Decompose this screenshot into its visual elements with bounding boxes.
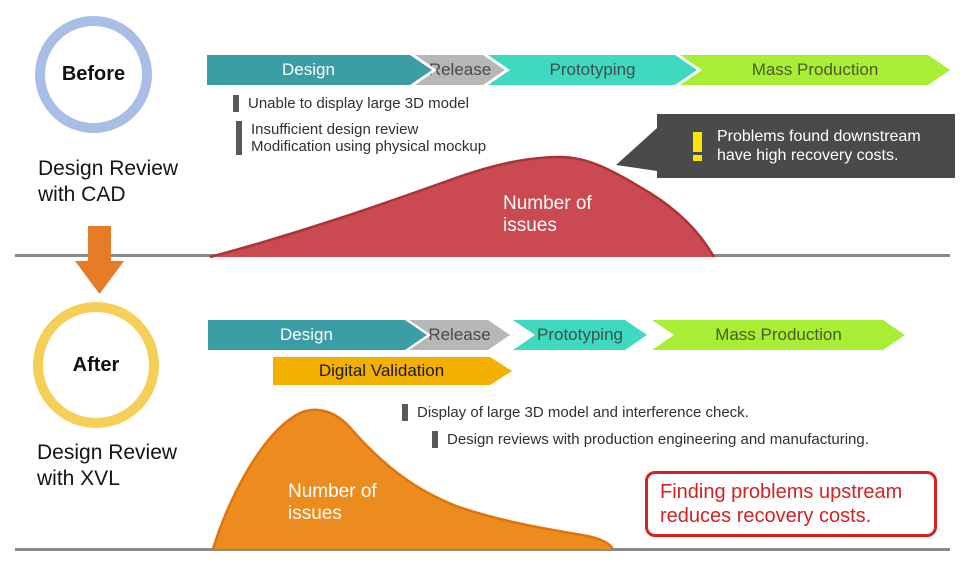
note-bullet-bar	[236, 121, 242, 155]
before-curve-label: Number of issues	[503, 193, 592, 236]
exclamation-icon	[693, 131, 702, 161]
transition-down-arrow	[75, 226, 124, 294]
upstream-result-box: Finding problems upstream reduces recove…	[645, 471, 937, 537]
process-step-design: Design	[207, 55, 432, 85]
process-step-design-after: Design	[208, 320, 427, 350]
note-bullet-bar	[402, 404, 408, 421]
note-bullet-bar	[233, 95, 239, 112]
process-step-release-after: Release	[409, 320, 510, 350]
before-side-label: Design Review with CAD	[38, 157, 179, 206]
before-note-1: Unable to display large 3D model	[233, 95, 469, 112]
digital-validation-step: Digital Validation	[273, 357, 512, 385]
process-step-mass-production-after: Mass Production	[652, 320, 905, 350]
after-note-2: Design reviews with production engineeri…	[432, 431, 869, 448]
callout-tail	[616, 128, 657, 171]
before-badge-label: Before	[61, 63, 126, 85]
before-badge: Before	[35, 16, 152, 133]
after-badge-label: After	[72, 353, 120, 376]
after-side-label: Design Review with XVL	[37, 441, 178, 490]
process-step-prototyping: Prototyping	[488, 55, 697, 85]
after-note-1: Display of large 3D model and interferen…	[402, 404, 749, 421]
after-badge: After	[33, 302, 159, 428]
after-curve-label: Number of issues	[288, 481, 377, 524]
note-bullet-bar	[432, 431, 438, 448]
callout-text: Problems found downstream have high reco…	[717, 128, 921, 164]
before-baseline	[15, 254, 950, 257]
before-issues-curve	[210, 157, 714, 257]
process-step-mass-production: Mass Production	[680, 55, 950, 85]
before-note-2: Insufficient design review Modification …	[236, 121, 486, 155]
process-step-prototyping-after: Prototyping	[513, 320, 647, 350]
downstream-problems-callout: Problems found downstream have high reco…	[657, 114, 955, 178]
before-issues-curve-outline	[209, 155, 716, 259]
after-baseline	[15, 548, 950, 551]
